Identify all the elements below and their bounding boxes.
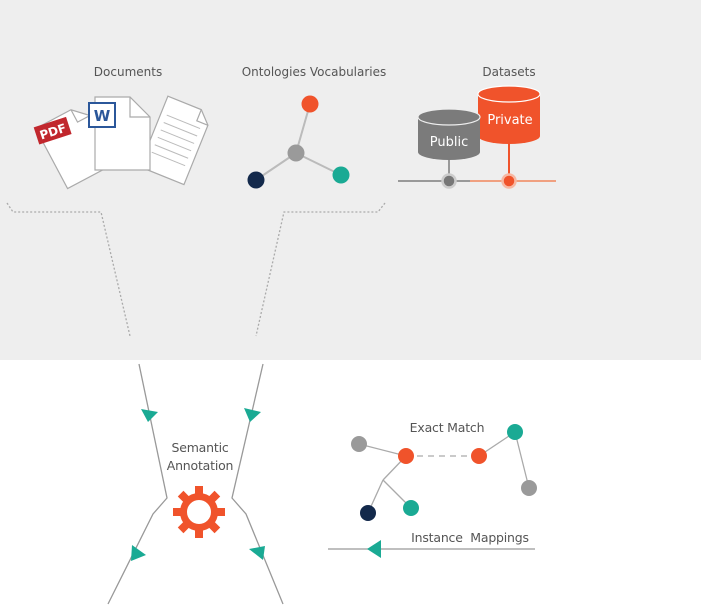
documents-label: Documents [94,65,162,79]
flow-arrows [131,408,265,561]
annotation-flow-lines [107,363,284,605]
datasets-label: Datasets [482,65,535,79]
arrow-out-left-icon [131,545,146,561]
ontologies-label: Ontologies Vocabularies [242,65,387,79]
private-database-icon: Private [477,85,541,144]
private-connector-node [501,173,517,189]
exact-match-label: Exact Match [410,420,485,435]
graph-node-gray [351,436,367,452]
semantic-label: Semantic [171,440,228,455]
graph-node-teal [507,424,523,440]
graph-node-teal [403,500,419,516]
svg-text:W: W [94,107,111,125]
public-connector-node [441,173,457,189]
pdf-badge: PDF [33,116,72,145]
svg-text:Public: Public [430,135,468,150]
instance-mappings-label: Instance Mappings [411,530,529,545]
gear-icon [173,486,225,538]
datasets-icon: Private Public [398,85,556,189]
arrow-left-icon [367,540,381,558]
graph-node-navy [360,505,376,521]
graph-node-orange [471,448,487,464]
public-database-icon: Public [417,108,481,160]
graph-node-orange [398,448,414,464]
arrow-down-right-icon [244,408,261,422]
ontology-node-orange [301,95,319,113]
annotation-label: Annotation [167,458,234,473]
arrow-out-right-icon [249,546,265,560]
ontology-node-teal [332,166,350,184]
funnel-outline [6,202,386,337]
ontology-node-center [287,144,305,162]
graph-node-gray [521,480,537,496]
arrow-down-left-icon [141,409,158,422]
word-badge: W [88,102,116,128]
sources-background [0,0,701,360]
ontology-node-navy [247,171,265,189]
svg-text:Private: Private [487,113,532,128]
instance-graph [351,424,537,521]
documents-icon: PDF W [33,95,209,190]
ontology-graph-icon [247,95,350,189]
